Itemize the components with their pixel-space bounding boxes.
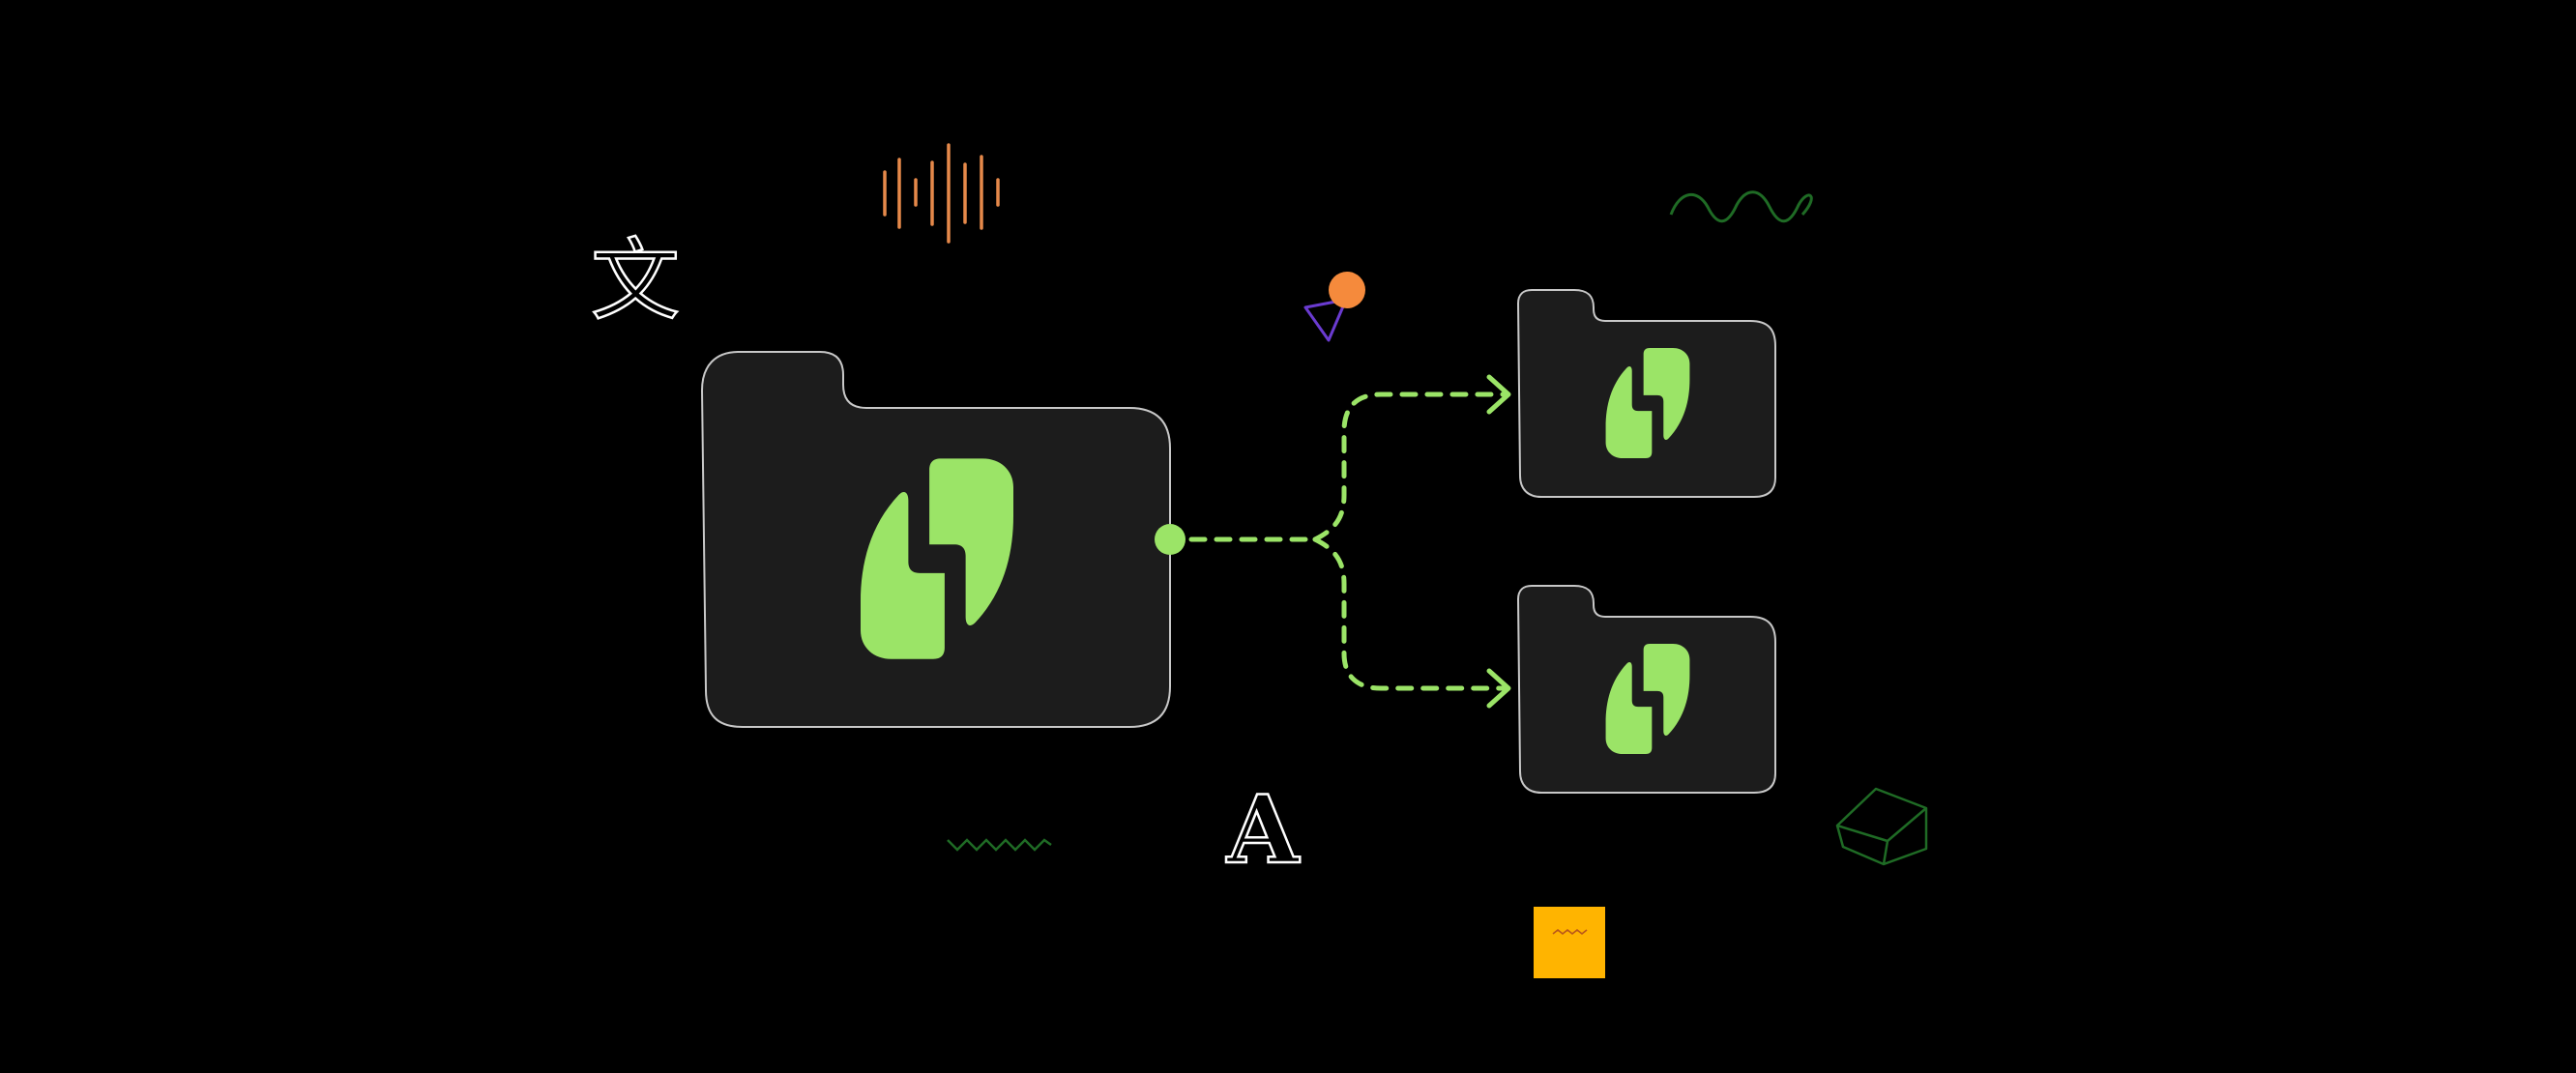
source-folder-icon [700, 351, 1171, 728]
target-folder-icon [1516, 289, 1776, 498]
triangle-icon [1303, 298, 1348, 342]
sound-wave-icon [883, 143, 1000, 244]
cube-icon [1835, 787, 1928, 866]
connector-dot [1155, 524, 1186, 555]
latin-glyph: A [1226, 775, 1301, 884]
wave-line-icon [1669, 190, 1813, 223]
cjk-glyph: 文 [591, 229, 680, 333]
sticky-note-icon [1534, 907, 1605, 978]
circle-dot-icon [1329, 272, 1365, 308]
target-folder-icon [1516, 585, 1776, 794]
dashed-arrow-icon [1188, 374, 1511, 709]
zigzag-line-icon [947, 838, 1052, 852]
